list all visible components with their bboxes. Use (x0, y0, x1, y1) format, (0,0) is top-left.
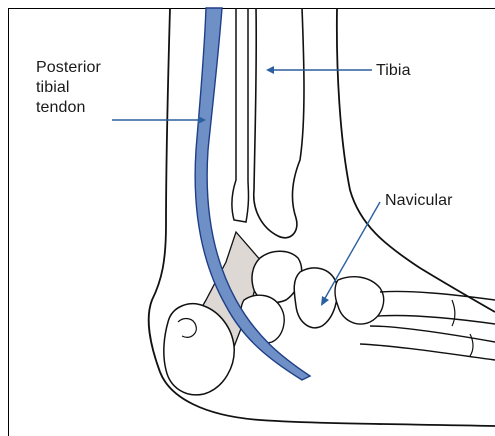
metatarsal-1-lower (378, 315, 495, 324)
posterior-tibial-tendon-label: Posterior tibial tendon (36, 58, 101, 118)
metatarsal-2-lower (360, 344, 495, 360)
tibia-leader-arrow (266, 66, 274, 74)
tibia-bone (254, 8, 304, 238)
navicular-bone (294, 268, 337, 328)
tendon-label-line-2: tibial (36, 78, 101, 98)
tibia-label: Tibia (376, 61, 411, 81)
leg-front-outline (337, 8, 495, 312)
tendon-label-line-3: tendon (36, 98, 101, 118)
foot-bone-joint (452, 300, 455, 326)
tendon-label-line-1: Posterior (36, 58, 101, 78)
metatarsal-1 (380, 291, 495, 300)
cuneiform-bone (335, 277, 384, 324)
fibula-bone (232, 8, 249, 222)
navicular-label: Navicular (385, 191, 453, 211)
metatarsal-2 (370, 326, 495, 342)
